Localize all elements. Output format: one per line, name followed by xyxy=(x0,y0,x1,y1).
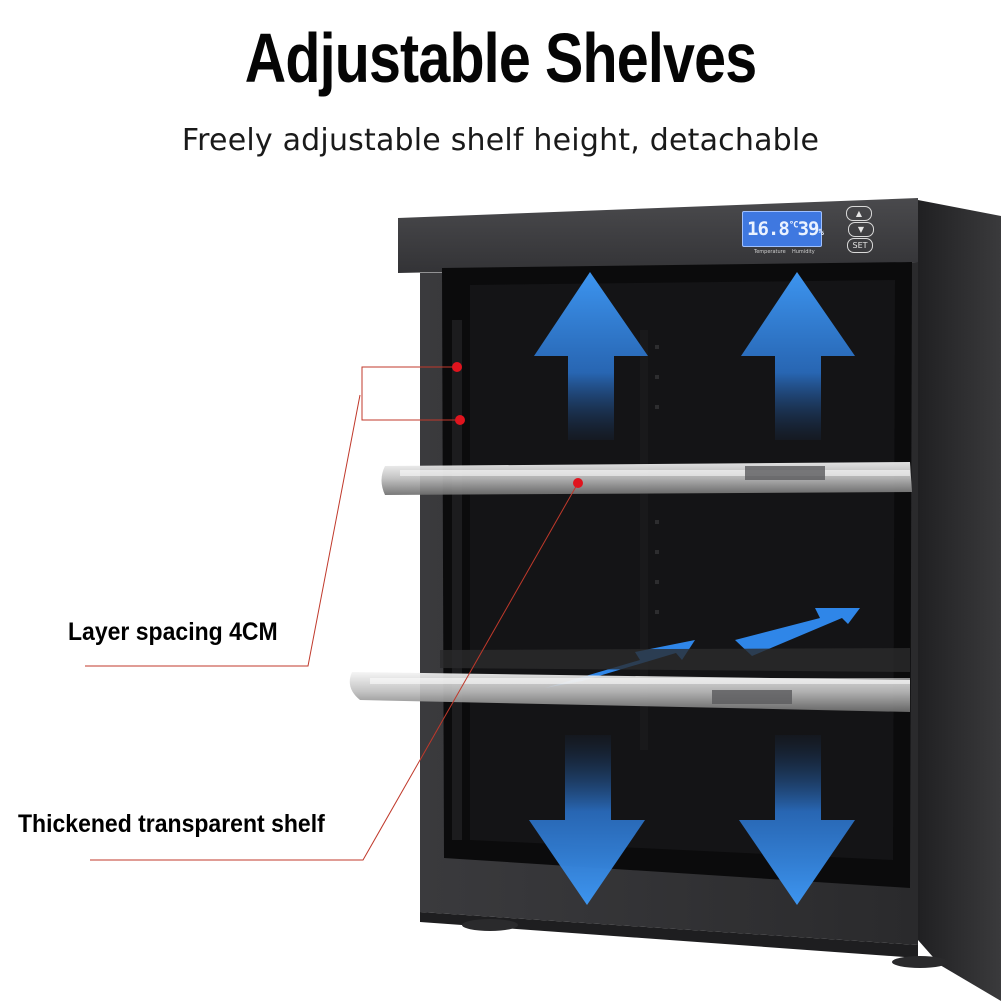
marker-spacing-bottom xyxy=(455,415,465,425)
leader-line-shelf xyxy=(90,482,579,861)
page-subtitle: Freely adjustable shelf height, detachab… xyxy=(181,123,820,158)
arrow-up-right xyxy=(741,272,855,440)
humidity-readout: 39% xyxy=(797,218,824,240)
transparent-shelf-label: Thickened transparent shelf xyxy=(18,810,325,838)
arrow-up-left xyxy=(534,272,648,440)
set-button[interactable]: SET xyxy=(847,238,873,253)
shelf-rail-left xyxy=(452,320,462,840)
temperature-readout: 16.8°C xyxy=(747,218,799,240)
humidity-caption: Humidity xyxy=(792,249,815,255)
down-button[interactable]: ▼ xyxy=(848,222,874,237)
cabinet-top-panel xyxy=(398,198,918,273)
marker-shelf xyxy=(573,478,583,488)
lower-shelf xyxy=(349,648,911,712)
shelf-rail-center xyxy=(640,330,648,750)
page-title: Adjustable Shelves xyxy=(244,19,757,97)
cabinet-side xyxy=(918,200,1001,1001)
arrow-down-left xyxy=(529,735,645,905)
up-button[interactable]: ▲ xyxy=(846,206,872,221)
temperature-caption: Temperature xyxy=(754,249,786,255)
arrow-slide-right xyxy=(735,608,860,656)
cabinet-foot-left xyxy=(462,919,518,931)
marker-spacing-top xyxy=(452,362,462,372)
arrow-down-right xyxy=(739,735,855,905)
lcd-display: 16.8°C 39% xyxy=(742,211,824,247)
upper-shelf xyxy=(381,462,912,495)
leader-line-spacing xyxy=(85,366,460,667)
cabinet-foot-right xyxy=(892,956,948,968)
layer-spacing-label: Layer spacing 4CM xyxy=(68,618,278,646)
